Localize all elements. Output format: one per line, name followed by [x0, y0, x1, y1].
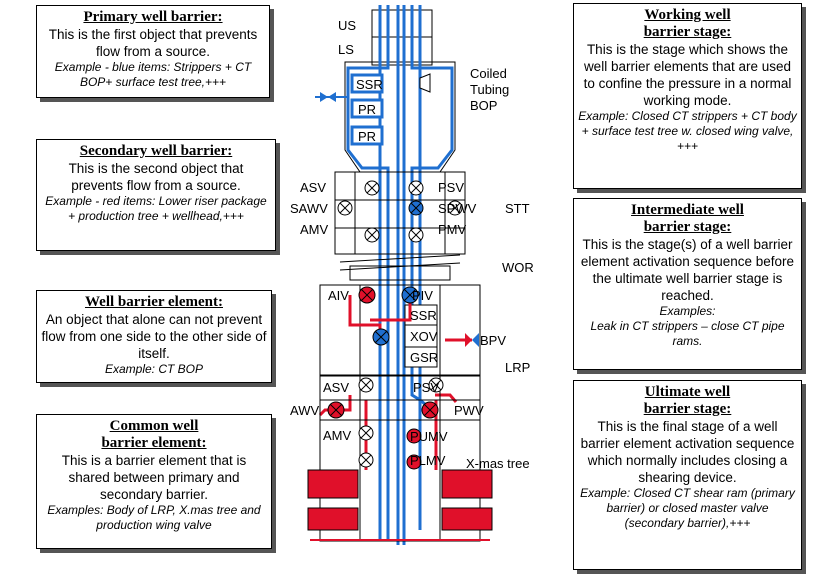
label-coiled: Coiled	[470, 66, 507, 81]
label-pr1: PR	[358, 102, 376, 117]
common-element-title-1: Common well	[109, 418, 199, 434]
ultimate-stage-text: This is the final stage of a well barrie…	[580, 419, 795, 485]
barrier-element-box: Well barrier element: An object that alo…	[36, 290, 272, 383]
label-tubing: Tubing	[470, 82, 509, 97]
label-pmv: PMV	[438, 222, 467, 237]
label-ls: LS	[338, 42, 354, 57]
label-plmv: PLMV	[410, 453, 446, 468]
intermediate-stage-title-1: Intermediate well	[631, 202, 744, 218]
wellhead-red-elements	[307, 469, 493, 531]
common-element-title-2: barrier element:	[101, 435, 207, 451]
secondary-barrier-box: Secondary well barrier: This is the seco…	[36, 139, 276, 251]
intermediate-stage-example-label: Examples:	[659, 304, 716, 318]
surface-test-tree	[334, 171, 466, 255]
ultimate-stage-example: Example: Closed CT shear ram (primary ba…	[580, 486, 795, 530]
label-piv: PIV	[412, 288, 433, 303]
ultimate-stage-title-2: barrier stage:	[643, 401, 732, 417]
primary-barrier-box: Primary well barrier: This is the first …	[36, 5, 270, 98]
primary-barrier-example: Example - blue items: Strippers + CT BOP…	[54, 60, 252, 89]
common-element-example: Examples: Body of LRP, X.mas tree and pr…	[47, 503, 261, 532]
label-lrp: LRP	[505, 360, 530, 375]
label-ssr-lrp: SSR	[410, 308, 437, 323]
intermediate-stage-title-2: barrier stage:	[643, 219, 732, 235]
label-ssr-top: SSR	[356, 77, 383, 92]
label-bpv: BPV	[480, 333, 506, 348]
barrier-element-example: Example: CT BOP	[104, 362, 204, 376]
label-xmas-tree: X-mas tree	[466, 456, 530, 471]
label-psv-top: PSV	[438, 180, 464, 195]
working-stage-box: Working well barrier stage: This is the …	[573, 3, 802, 189]
common-element-box: Common well barrier element: This is a b…	[36, 414, 272, 549]
bpv-valve	[465, 333, 479, 347]
label-aiv: AIV	[328, 288, 349, 303]
label-psv-low: PSV	[413, 380, 439, 395]
label-gsr: GSR	[410, 350, 438, 365]
primary-barrier-text: This is the first object that prevents f…	[48, 27, 258, 59]
label-spwv: SPWV	[438, 201, 477, 216]
diagram-labels: US LS SSR PR PR Coiled Tubing BOP ASV SA…	[290, 18, 534, 471]
label-xov: XOV	[410, 329, 438, 344]
working-stage-example: Example: Closed CT strippers + CT body +…	[578, 109, 797, 153]
working-stage-text: This is the stage which shows the well b…	[583, 42, 792, 108]
label-asv-low: ASV	[323, 380, 349, 395]
lower-riser-package	[319, 284, 481, 376]
label-pr2: PR	[358, 129, 376, 144]
label-amv-low: AMV	[323, 428, 352, 443]
wor-section	[339, 254, 461, 281]
barrier-element-title: Well barrier element:	[84, 294, 223, 310]
label-pwv: PWV	[454, 403, 484, 418]
intermediate-stage-box: Intermediate well barrier stage: This is…	[573, 198, 802, 370]
primary-barrier-title: Primary well barrier:	[83, 9, 223, 25]
label-asv-top: ASV	[300, 180, 326, 195]
secondary-barrier-example: Example - red items: Lower riser package…	[45, 194, 267, 223]
label-stt: STT	[505, 201, 530, 216]
bop-rams	[350, 73, 431, 146]
intermediate-stage-text: This is the stage(s) of a well barrier e…	[580, 237, 795, 303]
barrier-element-text: An object that alone can not prevent flo…	[41, 312, 267, 361]
label-pumv: PUMV	[410, 429, 448, 444]
label-bop: BOP	[470, 98, 497, 113]
primary-barrier-line	[346, 5, 454, 545]
ultimate-stage-title-1: Ultimate well	[644, 384, 731, 400]
common-element-text: This is a barrier element that is shared…	[61, 453, 247, 502]
well-barrier-diagram: US LS SSR PR PR Coiled Tubing BOP ASV SA…	[290, 5, 534, 545]
label-sawv: SAWV	[290, 201, 328, 216]
secondary-barrier-title: Secondary well barrier:	[79, 143, 233, 159]
label-amv-top: AMV	[300, 222, 329, 237]
bop-kill-valve	[315, 92, 348, 102]
working-stage-title-1: Working well	[644, 7, 731, 23]
label-awv: AWV	[290, 403, 319, 418]
label-us: US	[338, 18, 356, 33]
label-wor: WOR	[502, 260, 534, 275]
secondary-barrier-text: This is the second object that prevents …	[68, 161, 244, 193]
intermediate-stage-example: Leak in CT strippers – close CT pipe ram…	[590, 319, 785, 348]
working-stage-title-2: barrier stage:	[643, 24, 732, 40]
ultimate-stage-box: Ultimate well barrier stage: This is the…	[573, 380, 802, 570]
lrp-rams	[404, 304, 438, 368]
